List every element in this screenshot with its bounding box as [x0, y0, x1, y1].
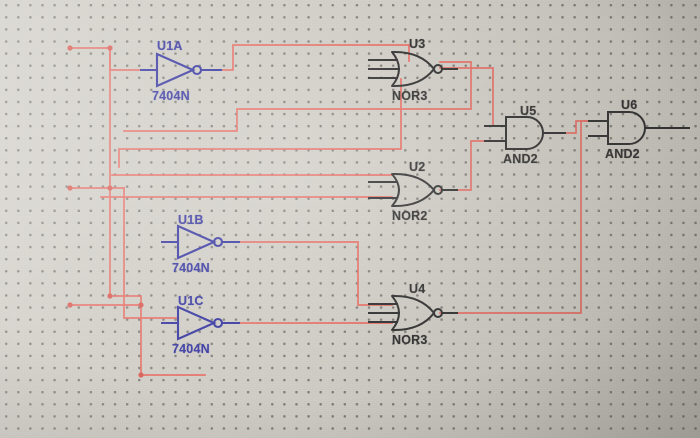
junction-dot [107, 293, 113, 299]
wire-input-b-trunk [123, 187, 177, 319]
wire-net-to-u3-in2 [123, 61, 472, 132]
wire-u3-output-to-u5-in1 [439, 67, 507, 127]
junction-dot [67, 45, 73, 51]
ref-label-u1c: U1C [178, 294, 204, 308]
wire-u2-output-to-u5-in2 [439, 140, 507, 191]
ref-label-u6: U6 [621, 98, 638, 112]
wire-u1a-output-to-u3-in1 [204, 44, 410, 71]
value-label-u2: NOR2 [392, 209, 428, 223]
wire-u1b-output-to-u4-in1 [225, 241, 393, 306]
gate-u3[interactable] [368, 50, 458, 88]
junction-dot [67, 302, 73, 308]
nor-bubble [433, 64, 443, 74]
inverter-triangle [155, 52, 196, 88]
gate-u5[interactable] [484, 116, 566, 150]
value-label-u1c: 7404N [172, 342, 210, 356]
gate-u6[interactable] [588, 111, 690, 145]
nor-body [391, 172, 435, 208]
value-label-u1b: 7404N [172, 261, 210, 275]
gate-u1a[interactable] [140, 52, 222, 88]
ref-label-u1b: U1B [178, 213, 204, 227]
junction-dot [138, 302, 144, 308]
wire-input-a-rail [69, 47, 157, 71]
wire-u5-output-to-u6-in1 [548, 120, 609, 134]
gate-u2[interactable] [368, 172, 458, 208]
wire-net-to-u3-in3 [118, 78, 402, 168]
junction-dot [67, 185, 73, 191]
value-label-u1a: 7404N [152, 89, 190, 103]
ref-label-u2: U2 [409, 160, 426, 174]
inverter-triangle [176, 224, 217, 260]
junction-layer [67, 45, 144, 378]
wire-layer [69, 44, 609, 376]
gate-u4[interactable] [368, 294, 458, 332]
and-body [505, 116, 544, 150]
value-label-u5: AND2 [503, 152, 538, 166]
and-body [607, 111, 646, 145]
inverter-triangle [176, 305, 217, 341]
junction-dot [138, 372, 144, 378]
junction-dot [107, 45, 113, 51]
ref-label-u1a: U1A [157, 39, 183, 53]
value-label-u6: AND2 [605, 147, 640, 161]
ref-label-u3: U3 [409, 37, 426, 51]
value-label-u4: NOR3 [392, 333, 428, 347]
gate-u1c[interactable] [161, 305, 240, 341]
ref-label-u4: U4 [409, 282, 426, 296]
gate-u1b[interactable] [161, 224, 240, 260]
wire-input-a-to-bottom [109, 295, 206, 376]
ref-label-u5: U5 [520, 104, 537, 118]
value-label-u3: NOR3 [392, 89, 428, 103]
junction-dot [107, 185, 113, 191]
